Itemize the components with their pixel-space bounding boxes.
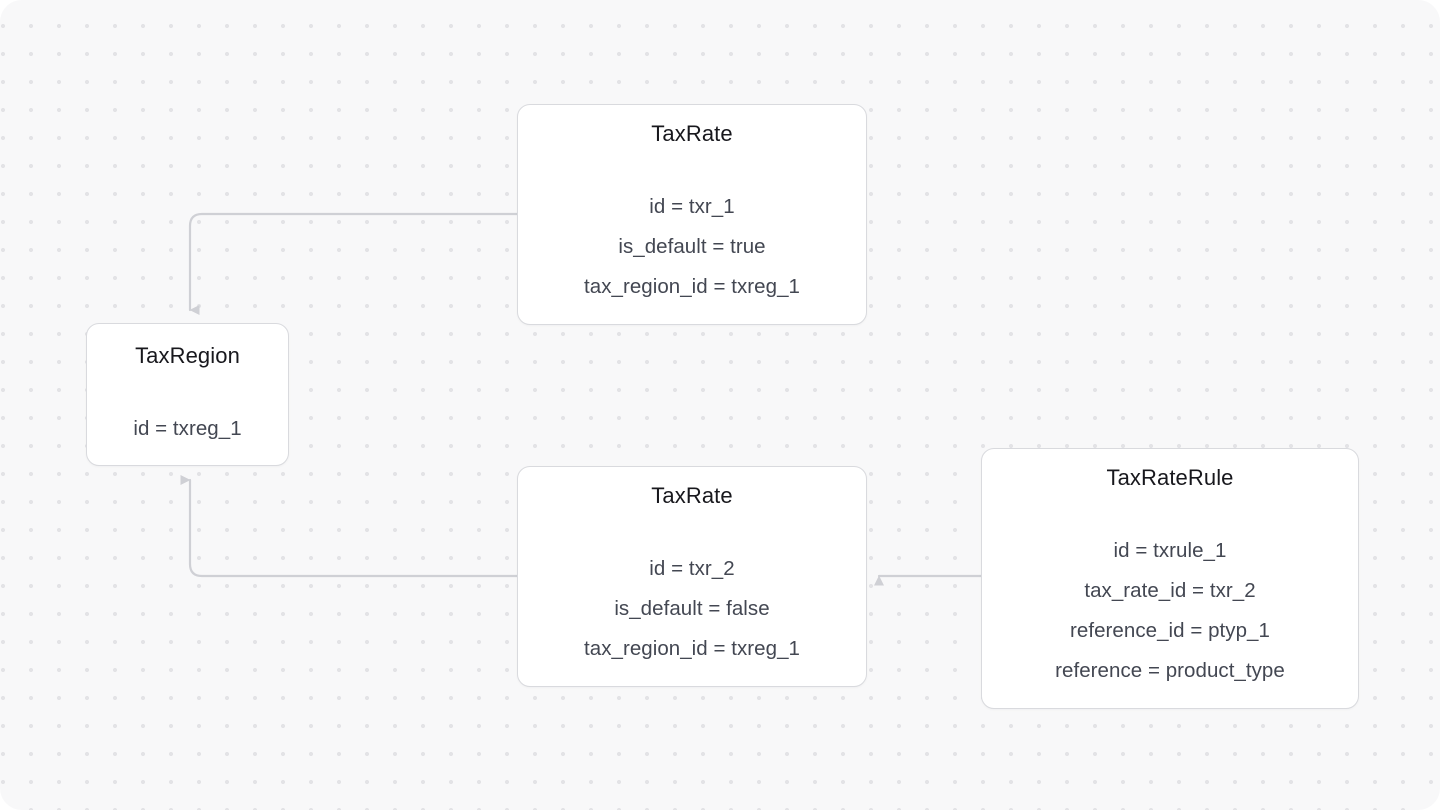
node-title: TaxRateRule — [1106, 465, 1234, 490]
node-title: TaxRegion — [135, 343, 240, 368]
node-taxrate-1[interactable]: TaxRate id = txr_1 is_default = true tax… — [517, 104, 867, 325]
node-attributes: id = txrule_1 tax_rate_id = txr_2 refere… — [982, 531, 1358, 691]
node-attribute: tax_rate_id = txr_2 — [1084, 579, 1256, 602]
node-attributes: id = txr_1 is_default = true tax_region_… — [518, 187, 866, 307]
node-attribute: id = txr_2 — [649, 557, 735, 580]
node-attribute: reference_id = ptyp_1 — [1070, 619, 1270, 642]
node-attribute: id = txreg_1 — [133, 417, 242, 440]
node-title: TaxRate — [651, 483, 733, 508]
node-attribute: tax_region_id = txreg_1 — [584, 637, 800, 660]
node-taxraterule[interactable]: TaxRateRule id = txrule_1 tax_rate_id = … — [981, 448, 1359, 709]
node-attribute: id = txrule_1 — [1113, 539, 1227, 562]
node-attribute: id = txr_1 — [649, 195, 735, 218]
node-attribute: tax_region_id = txreg_1 — [584, 275, 800, 298]
node-attributes: id = txr_2 is_default = false tax_region… — [518, 549, 866, 669]
node-title: TaxRate — [651, 121, 733, 146]
edge-taxrate2-to-taxregion — [180, 475, 519, 578]
node-taxregion[interactable]: TaxRegion id = txreg_1 — [86, 323, 289, 466]
node-attribute: is_default = false — [614, 597, 770, 620]
edge-taxrate1-to-taxregion — [188, 212, 519, 315]
node-taxrate-2[interactable]: TaxRate id = txr_2 is_default = false ta… — [517, 466, 867, 687]
node-attributes: id = txreg_1 — [87, 409, 288, 449]
node-attribute: is_default = true — [618, 235, 766, 258]
node-attribute: reference = product_type — [1055, 659, 1285, 682]
